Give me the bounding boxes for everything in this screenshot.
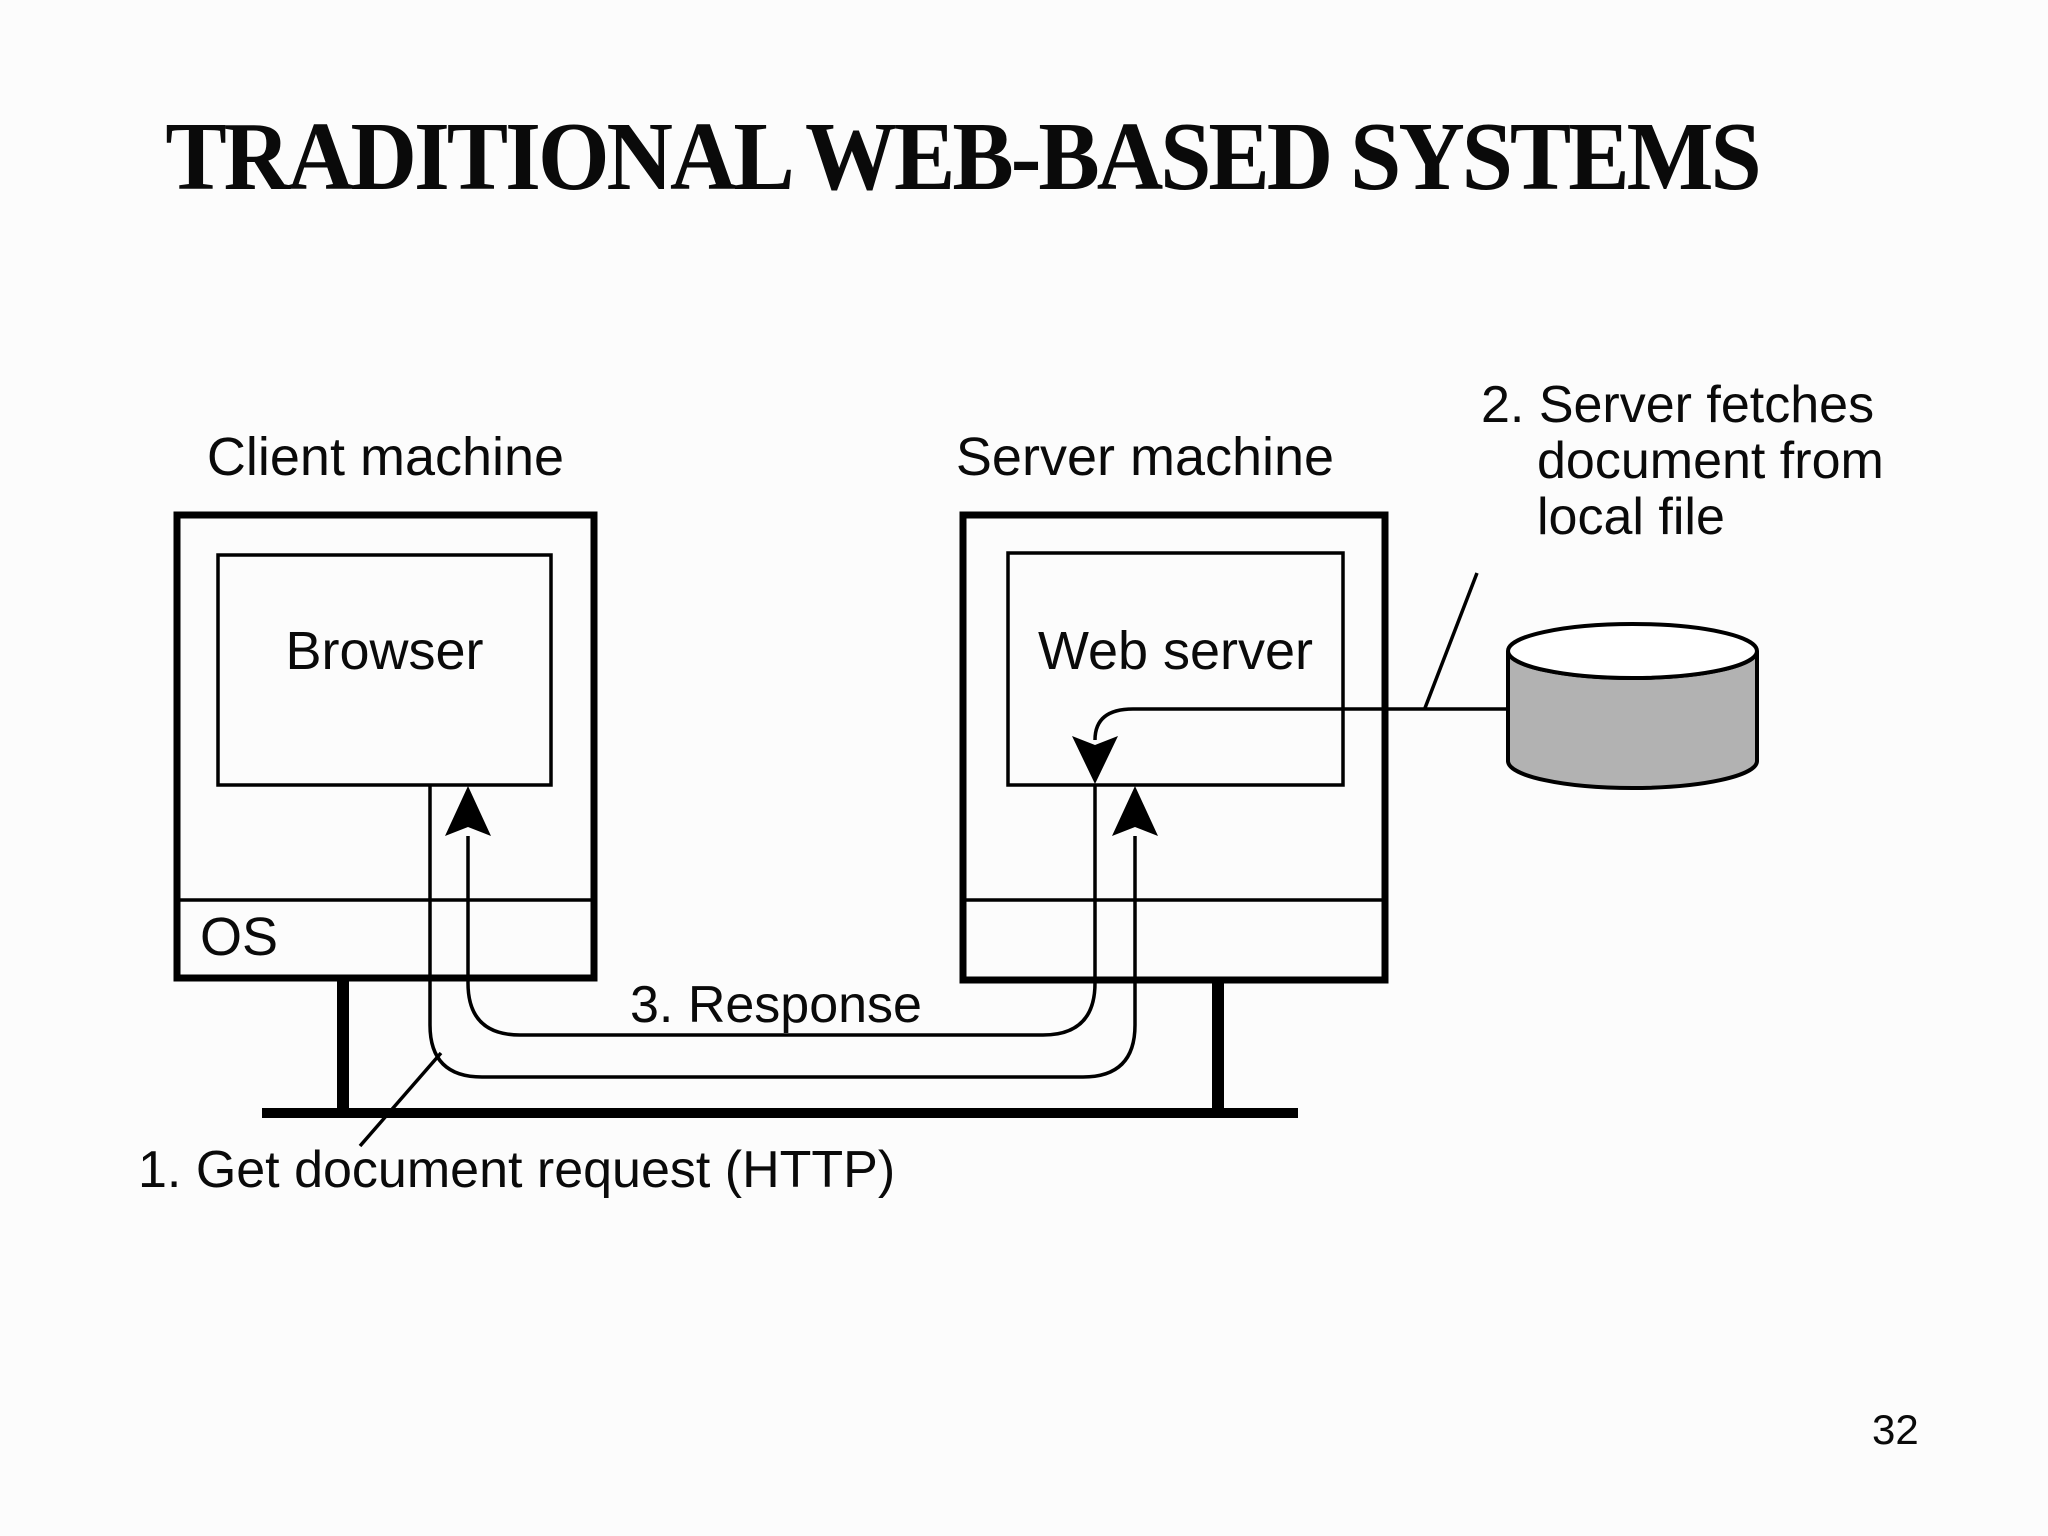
- response-flow-line: [466, 786, 1097, 1037]
- step3-response-label: 3. Response: [630, 976, 922, 1034]
- page-number: 32: [1872, 1406, 1919, 1453]
- step1-request-label: 1. Get document request (HTTP): [138, 1141, 896, 1199]
- browser-box: [216, 553, 553, 787]
- server-machine-label: Server machine: [955, 427, 1335, 487]
- page-title: TRADITIONAL WEB-BASED SYSTEMS: [165, 102, 1761, 211]
- web-server-label: Web server: [1037, 621, 1314, 681]
- response-arrowhead-icon: [445, 786, 491, 836]
- request-flow-line: [428, 786, 1137, 1079]
- fetch-flow-line: [1093, 707, 1508, 741]
- step2-line-1: 2. Server fetches: [1481, 376, 1875, 434]
- step2-line-3: local file: [1537, 488, 1725, 546]
- fetch-arrowhead-icon: [1072, 736, 1118, 784]
- os-label: OS: [200, 907, 279, 967]
- web-server-box: [1006, 551, 1345, 787]
- browser-label: Browser: [285, 621, 484, 681]
- database-cylinder-top: [1506, 622, 1759, 680]
- client-machine-label: Client machine: [206, 427, 565, 487]
- step2-fetch-label: 2. Server fetches document from local fi…: [1481, 377, 1884, 545]
- request-arrowhead-icon: [1112, 786, 1158, 836]
- step2-pointer-line: [1423, 572, 1479, 709]
- step2-line-2: document from: [1537, 432, 1884, 490]
- client-machine-box: [173, 511, 598, 982]
- server-machine-box: [959, 511, 1389, 984]
- step1-pointer-line: [358, 1051, 443, 1148]
